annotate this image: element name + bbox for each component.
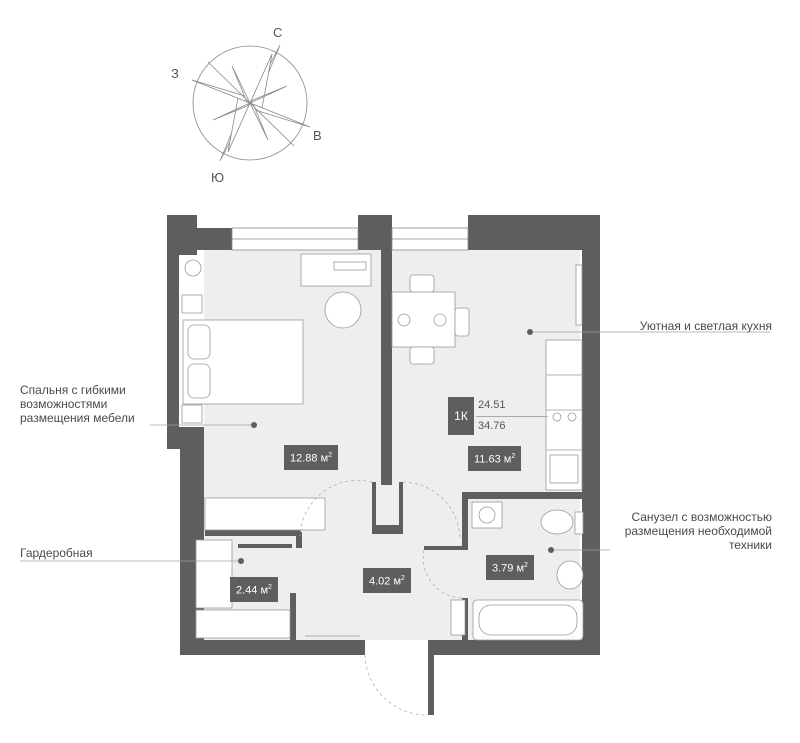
windows (231, 227, 469, 251)
area-unit-sup: 2 (268, 584, 272, 591)
compass-east-label: В (313, 128, 322, 143)
apartment-type-badge: 1К (448, 397, 474, 435)
bedroom-callout-line: Спальня с гибкими (20, 383, 126, 397)
kitchen-area-value: 11.63 м (474, 453, 512, 466)
area-unit-sup: 2 (328, 452, 333, 459)
summary-divider (476, 416, 548, 417)
compass-rose (191, 44, 311, 162)
compass-north-label: С (273, 25, 283, 40)
bedroom-callout-line: возможностями (20, 397, 108, 411)
compass-west-label: З (171, 66, 179, 81)
kitchen-callout: Уютная и светлая кухня (639, 319, 772, 333)
total-area-value: 34.76 (478, 420, 506, 432)
wardrobe-area-badge: 2.44 м2 (230, 577, 278, 602)
compass-south-label: Ю (211, 170, 225, 185)
wardrobe-callout: Гардеробная (20, 546, 93, 560)
bathroom-callout-line: размещения необходимой (624, 524, 772, 538)
furniture (181, 253, 584, 641)
bedroom-area-value: 12.88 м (290, 452, 329, 465)
area-unit-sup: 2 (401, 575, 405, 582)
hall-area-badge: 4.02 м2 (363, 568, 411, 593)
wardrobe-area-value: 2.44 м (236, 584, 269, 597)
apartment-summary: 1К 24.51 34.76 (448, 397, 550, 435)
callout-lines (20, 331, 770, 562)
door-swings (299, 479, 463, 716)
living-area-value: 24.51 (478, 399, 506, 411)
kitchen-area-badge: 11.63 м2 (468, 446, 522, 471)
bathroom-callout-line: Санузел с возможностью (631, 510, 772, 524)
walls (167, 215, 600, 715)
bedroom-area-badge: 12.88 м2 (284, 445, 339, 470)
callout-dots (238, 329, 554, 564)
bathroom-callout-line: техники (728, 538, 772, 552)
bedroom-callout: Спальня с гибкими возможностями размещен… (20, 383, 135, 425)
area-unit-sup: 2 (511, 453, 516, 460)
bathroom-callout: Санузел с возможностью размещения необхо… (625, 510, 772, 552)
hall-area-value: 4.02 м (369, 575, 402, 588)
bathroom-area-badge: 3.79 м2 (486, 555, 534, 580)
bathroom-area-value: 3.79 м (492, 562, 525, 575)
bedroom-callout-line: размещения мебели (20, 411, 135, 425)
area-unit-sup: 2 (524, 562, 528, 569)
